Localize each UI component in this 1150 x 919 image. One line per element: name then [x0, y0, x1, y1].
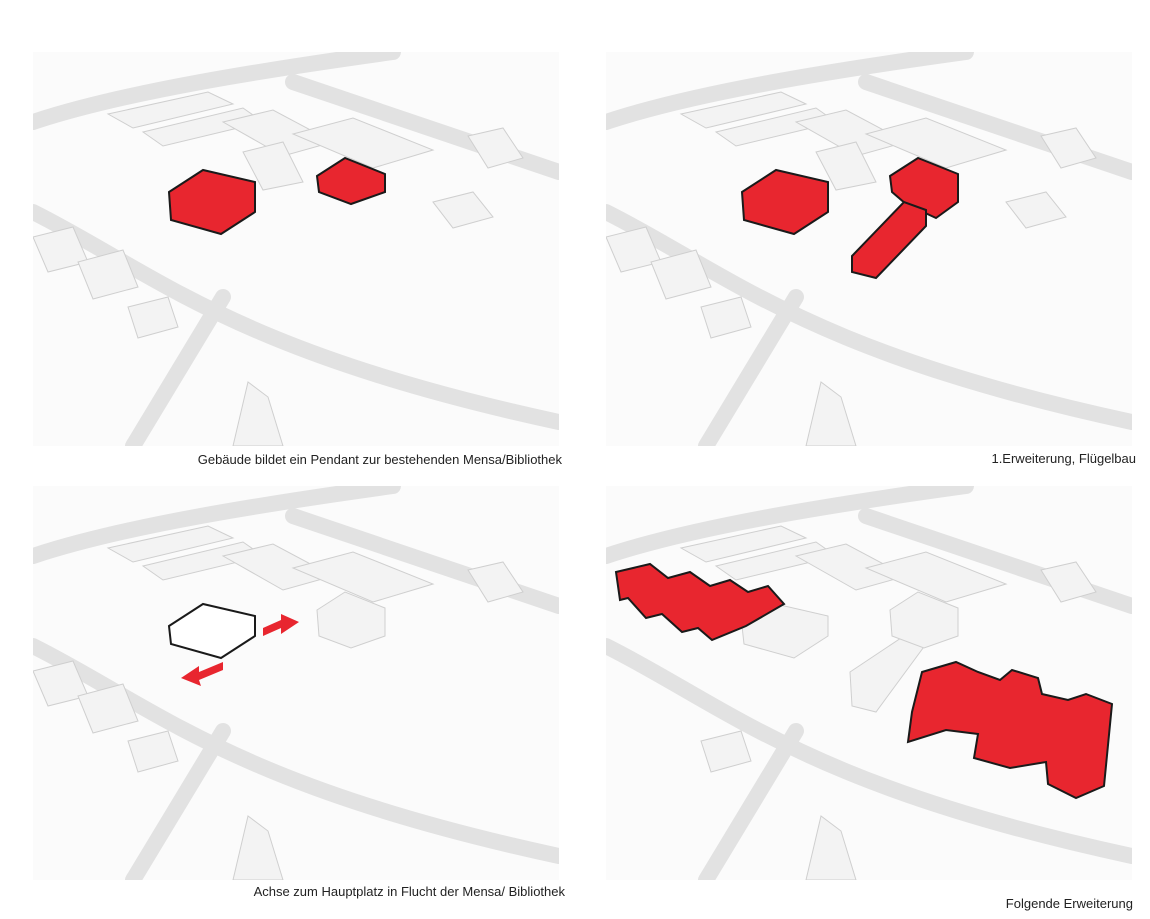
arrow-right-icon: [263, 614, 299, 636]
axis-arrows: [181, 614, 299, 686]
highlight-buildings: [740, 156, 959, 280]
context: [606, 486, 1132, 880]
site-plan-1: [33, 52, 559, 446]
existing-buildings: [606, 91, 1097, 446]
new-building: [167, 168, 256, 236]
new-building: [740, 168, 829, 236]
extension-cluster-east: [906, 660, 1114, 800]
site-plan-2: [606, 52, 1132, 446]
highlight-buildings: [614, 562, 1114, 800]
diagram-panel-2: [606, 52, 1132, 446]
caption-4: Folgende Erweiterung: [1005, 896, 1133, 911]
caption-3: Achse zum Hauptplatz in Flucht der Mensa…: [253, 884, 565, 899]
new-building-outline: [167, 602, 256, 660]
context: [33, 52, 559, 446]
site-plan-4: [606, 486, 1132, 880]
highlight-buildings: [167, 156, 386, 236]
diagram-panel-1: [33, 52, 559, 446]
arrow-left-icon: [181, 662, 223, 686]
wing-extension: [851, 200, 927, 280]
caption-2: 1.Erweiterung, Flügelbau: [991, 451, 1136, 466]
caption-1: Gebäude bildet ein Pendant zur bestehend…: [197, 452, 562, 467]
diagram-panel-3: [33, 486, 559, 880]
extension-cluster-west: [614, 562, 786, 642]
site-plan-3: [33, 486, 559, 880]
existing-mensa-library: [315, 156, 386, 206]
context: [33, 486, 559, 880]
existing-buildings: [33, 525, 524, 880]
diagram-panel-4: [606, 486, 1132, 880]
existing-buildings: [33, 91, 524, 446]
existing-mensa-library: [316, 591, 386, 649]
existing-buildings: [679, 525, 1097, 880]
